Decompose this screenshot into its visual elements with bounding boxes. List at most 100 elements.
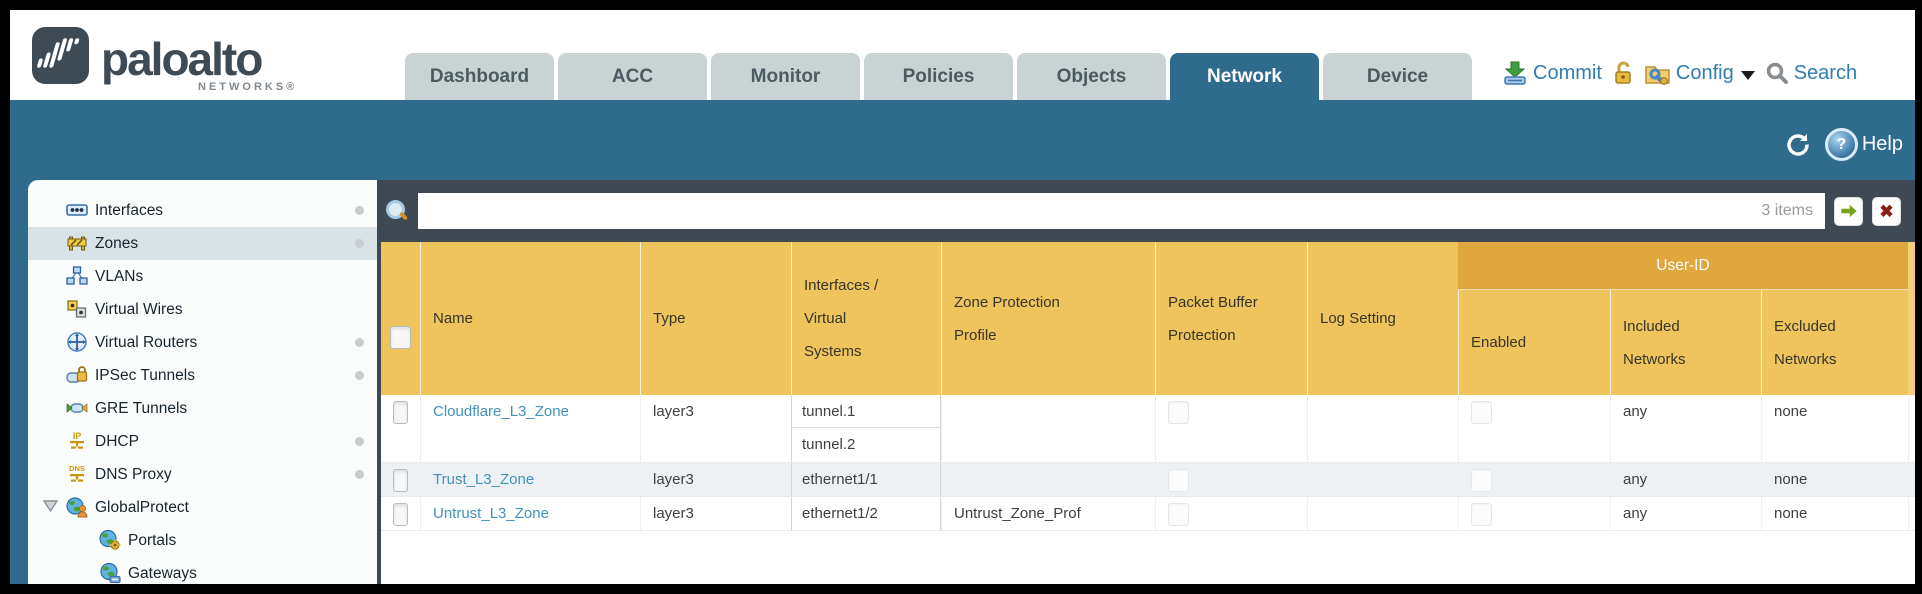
sidebar-item-ipsec-tunnels[interactable]: IPSec Tunnels [28,359,377,392]
zones-table: Name Type Interfaces / Virtual Systems Z… [381,242,1915,584]
sidebar-item-label: Virtual Wires [95,300,183,318]
sidebar-item-portals[interactable]: Portals [28,524,377,557]
column-header-name[interactable]: Name [420,242,640,395]
user-id-enabled-checkbox[interactable] [1471,469,1492,492]
virtual-wires-icon [67,300,87,318]
sidebar-item-virtual-wires[interactable]: Virtual Wires [28,293,377,326]
sidebar-item-label: VLANs [95,267,144,285]
interface-item[interactable]: tunnel.1 [792,395,940,428]
tab-network[interactable]: Network [1170,53,1319,100]
commit-icon [1504,61,1526,85]
sidebar-item-label: Gateways [128,564,197,582]
row-gutter [1908,497,1915,530]
config-icon [1645,66,1670,85]
zone-name-link[interactable]: Trust_L3_Zone [433,471,535,488]
sidebar-item-virtual-routers[interactable]: Virtual Routers [28,326,377,359]
sidebar-item-interfaces[interactable]: Interfaces [28,194,377,227]
row-gutter [1908,463,1915,496]
row-select-cell [381,463,420,496]
table-row: Untrust_L3_Zone layer3 ethernet1/2 Untru… [381,497,1915,531]
apply-filter-button[interactable] [1834,196,1863,226]
column-header-enabled[interactable]: Enabled [1458,290,1610,395]
interface-item[interactable]: ethernet1/1 [802,471,878,488]
sidebar-item-vlans[interactable]: VLANs [28,260,377,293]
vlans-icon [66,266,88,285]
column-header-zone-protection-profile[interactable]: Zone Protection Profile [941,242,1155,395]
filter-row: 3 items ✖ [377,180,1915,242]
status-dot [355,437,364,446]
zone-protection-profile-cell [941,395,1155,462]
sidebar-item-gre-tunnels[interactable]: GRE Tunnels [28,392,377,425]
column-header-packet-buffer-protection[interactable]: Packet Buffer Protection [1155,242,1307,395]
sidebar-item-label: Portals [128,531,177,549]
interface-item[interactable]: ethernet1/2 [802,505,878,522]
tab-dashboard[interactable]: Dashboard [405,53,554,100]
clear-filter-button[interactable]: ✖ [1872,196,1901,226]
tab-device[interactable]: Device [1323,53,1472,100]
status-dot [355,371,364,380]
main-area: Interfaces Zones [10,180,1915,584]
sidebar-item-label: DHCP [95,432,139,450]
banner-actions: ? Help [1784,128,1903,161]
commit-button[interactable]: Commit [1502,60,1602,86]
globalprotect-icon [66,497,88,518]
column-header-type[interactable]: Type [640,242,791,395]
search-label: Search [1793,61,1858,84]
user-id-enabled-checkbox[interactable] [1471,401,1492,424]
table-row: Cloudflare_L3_Zone layer3 tunnel.1 tunne… [381,395,1915,463]
status-dot [355,206,364,215]
filter-field-wrap: 3 items [418,193,1825,229]
excluded-networks-cell: none [1761,463,1908,496]
tab-acc[interactable]: ACC [558,53,707,100]
sidebar-item-zones[interactable]: Zones [28,227,377,260]
config-menu-button[interactable]: Config [1644,60,1757,86]
chevron-down-icon [1740,70,1755,80]
interface-item[interactable]: tunnel.2 [802,436,856,453]
packet-buffer-checkbox[interactable] [1168,469,1189,492]
column-header-log-setting[interactable]: Log Setting [1307,242,1458,395]
expander-triangle-icon[interactable] [42,499,59,514]
sidebar-item-label: GlobalProtect [95,498,189,516]
select-all-cell [381,242,420,395]
clear-x-icon: ✖ [1879,201,1894,221]
global-search-button[interactable]: Search [1765,61,1857,85]
sidebar-item-dhcp[interactable]: IP DHCP [28,425,377,458]
sidebar-item-dns-proxy[interactable]: DNS DNS Proxy [28,458,377,491]
status-dot [355,470,364,479]
row-checkbox[interactable] [393,503,408,526]
user-id-group-header: User-ID [1458,242,1908,290]
row-gutter [1908,395,1915,462]
zone-protection-profile-cell [941,463,1155,496]
zone-name-link[interactable]: Untrust_L3_Zone [433,505,549,522]
column-header-included-networks[interactable]: Included Networks [1610,290,1761,395]
sidebar-item-gateways[interactable]: Gateways [28,557,377,584]
column-header-interfaces[interactable]: Interfaces / Virtual Systems [791,242,941,395]
config-label: Config [1675,61,1734,84]
tab-objects[interactable]: Objects [1017,53,1166,100]
zone-interfaces-cell: ethernet1/1 [791,463,941,496]
status-dot [355,239,364,248]
row-checkbox[interactable] [393,401,408,424]
packet-buffer-checkbox[interactable] [1168,401,1189,424]
user-id-enabled-checkbox[interactable] [1471,503,1492,526]
lock-icon[interactable] [1610,60,1636,86]
zone-protection-profile-cell: Untrust_Zone_Prof [941,497,1155,530]
zone-name-cell: Untrust_L3_Zone [420,497,640,530]
network-sidebar: Interfaces Zones [28,180,377,584]
packet-buffer-checkbox[interactable] [1168,503,1189,526]
select-all-checkbox[interactable] [390,326,411,349]
user-id-enabled-cell [1458,497,1610,530]
excluded-networks-cell: none [1761,395,1908,462]
row-checkbox[interactable] [393,469,408,492]
ipsec-tunnels-icon [66,366,88,383]
tab-monitor[interactable]: Monitor [711,53,860,100]
column-header-excluded-networks[interactable]: Excluded Networks [1761,290,1908,395]
help-button[interactable]: ? Help [1824,128,1903,161]
paloalto-logo-icon [32,27,89,84]
zone-name-link[interactable]: Cloudflare_L3_Zone [433,403,569,420]
left-gutter [10,180,28,584]
sidebar-item-globalprotect[interactable]: GlobalProtect [28,491,377,524]
tab-policies[interactable]: Policies [864,53,1013,100]
refresh-icon[interactable] [1784,131,1811,158]
filter-input[interactable] [418,193,1825,229]
